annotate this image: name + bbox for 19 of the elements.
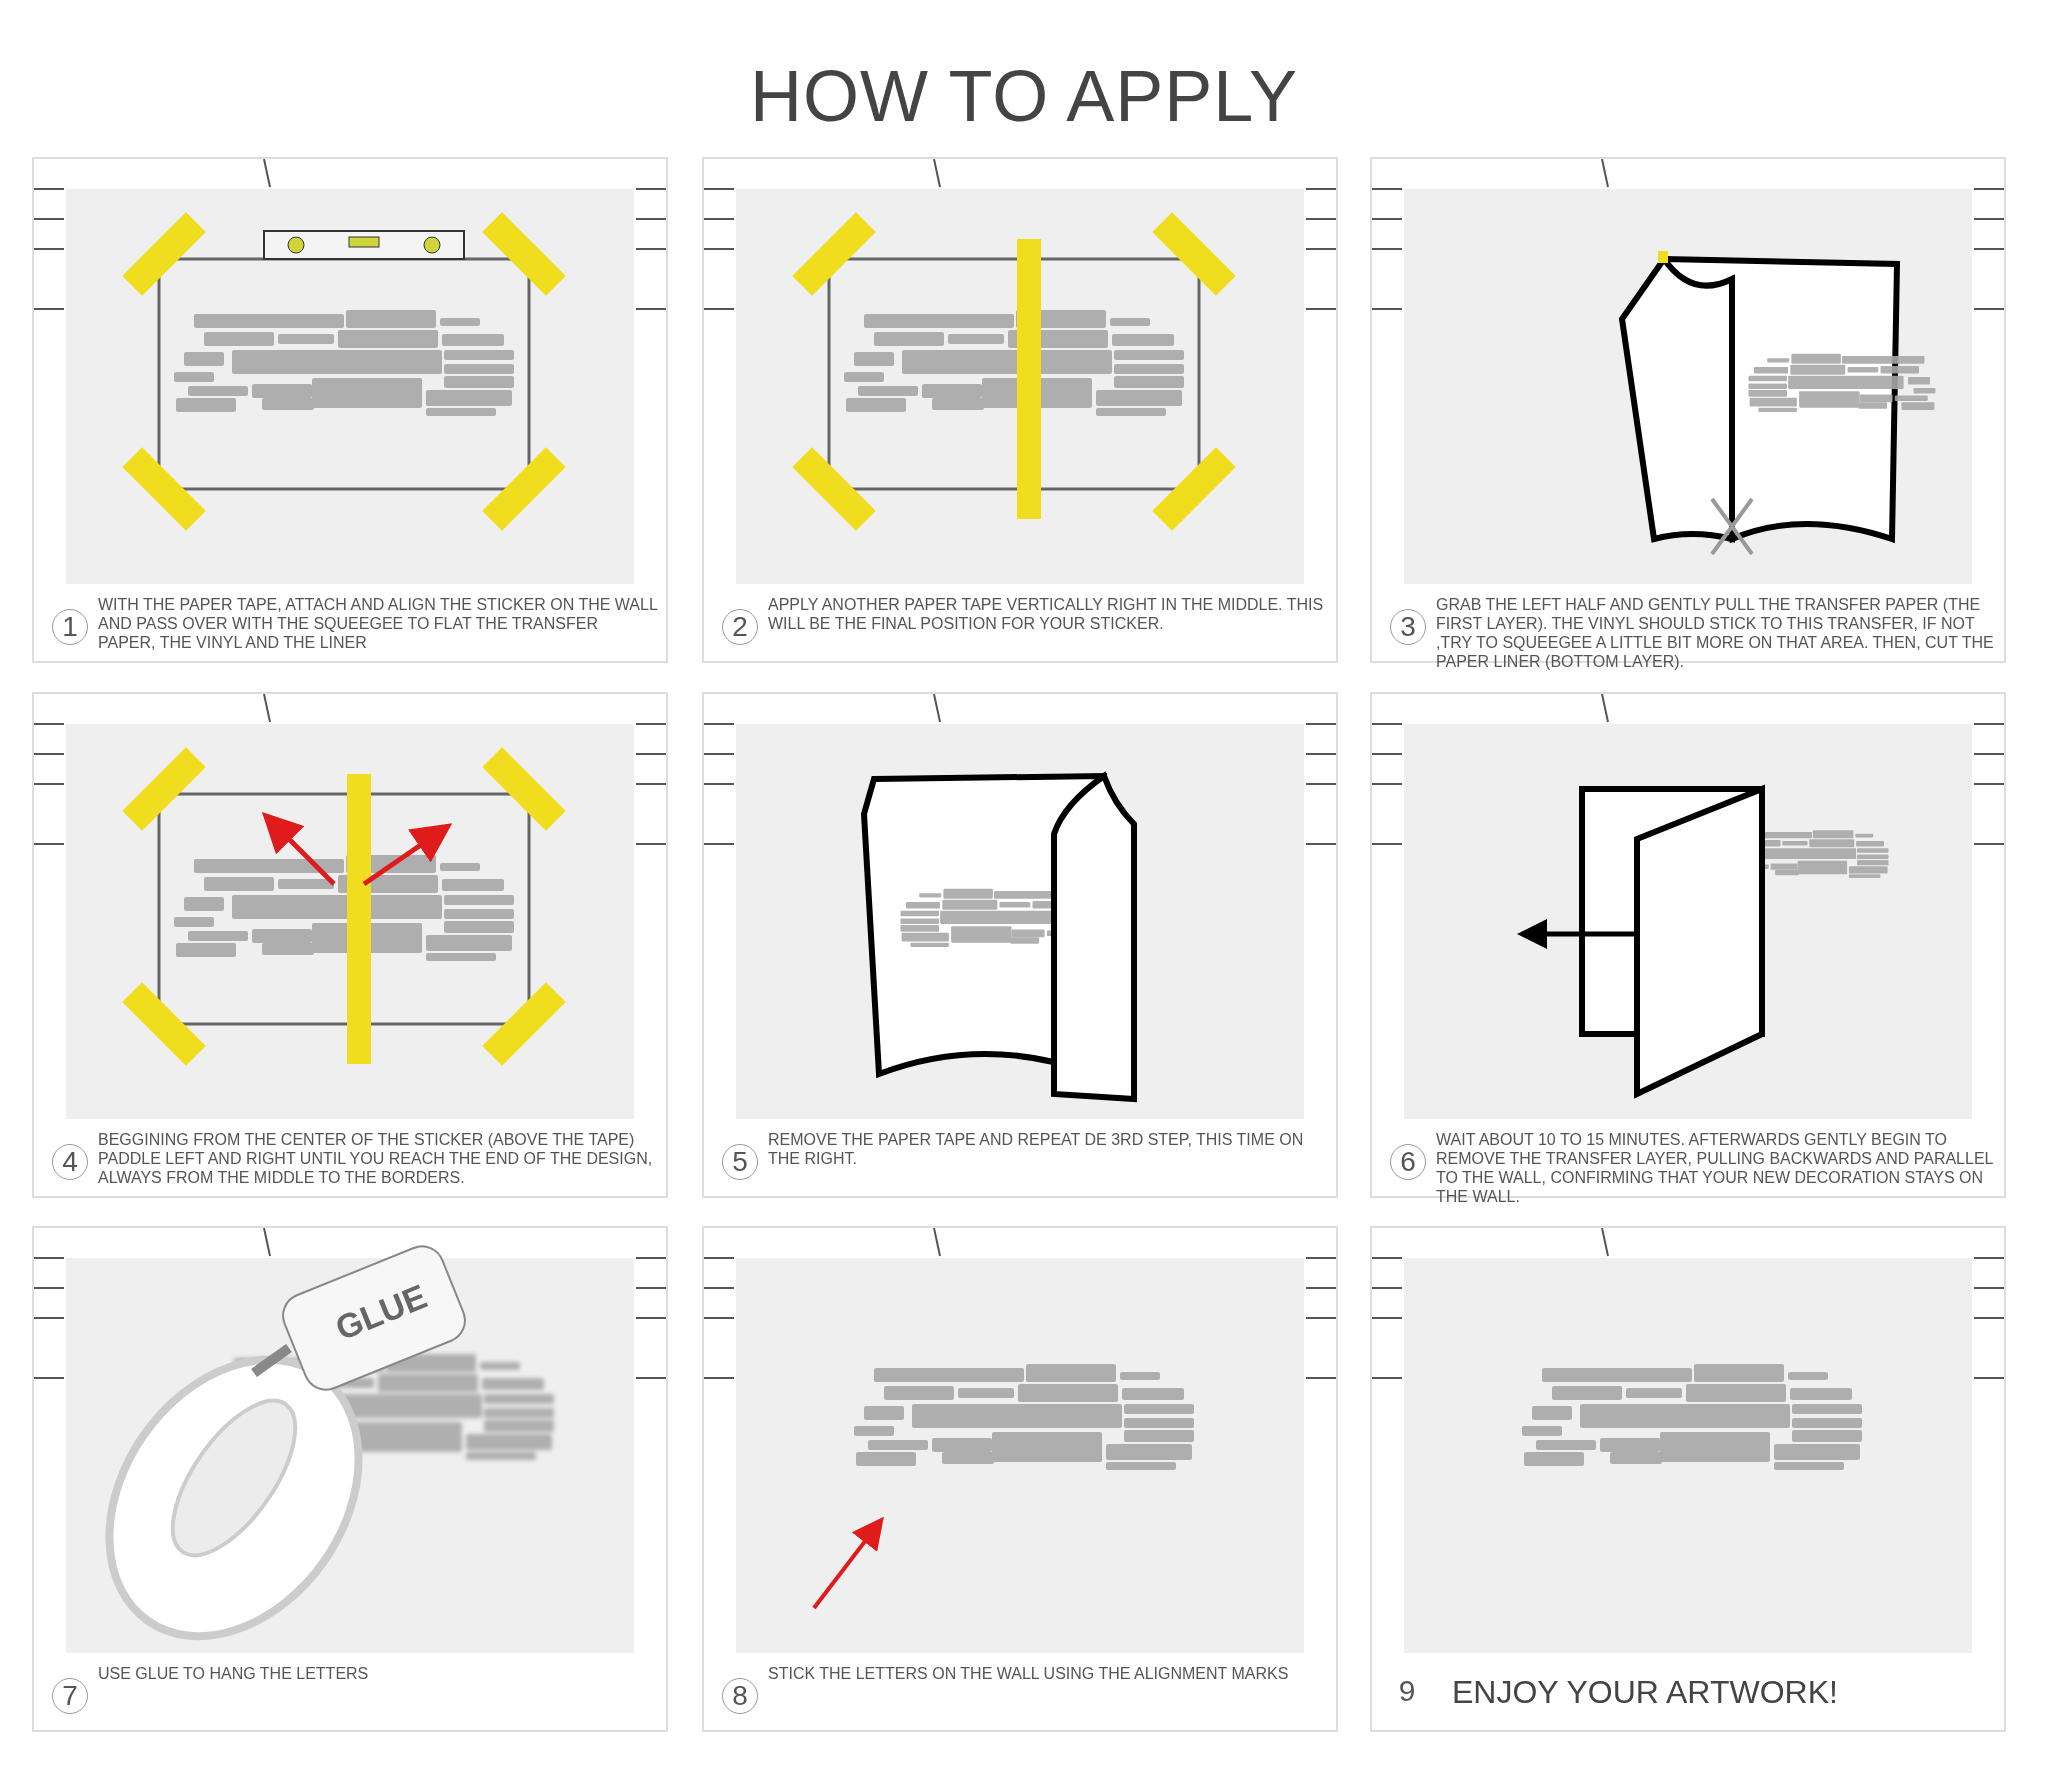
- step-text: BEGGINING FROM THE CENTER OF THE STICKER (ABOVE THE TAPE) PADDLE LEFT AND RIGHT UNTIL YOU REACH THE END OF THE DESIGN, ALWAYS FROM THE MIDDLE TO THE BORDERS.: [98, 1130, 654, 1187]
- step-text: WAIT ABOUT 10 TO 15 MINUTES. AFTERWARDS GENTLY BEGIN TO REMOVE THE TRANSFER LAYER, PULLING BACKWARDS AND PARALLEL TO THE WALL, CONFIRMING THAT YOUR NEW DECORATION STAYS ON THE WALL.: [1436, 1130, 1994, 1206]
- step-text: GRAB THE LEFT HALF AND GENTLY PULL THE TRANSFER PAPER (THE FIRST LAYER). THE VINYL SHOULD STICK TO THIS TRANSFER, IF NOT ,TRY TO SQUEEGEE A LITTLE BIT MORE ON THAT AREA. THEN, CUT THE PAPER LINER (BOTTOM LAYER).: [1436, 595, 1995, 671]
- bottle-label: GLUE: [330, 1276, 433, 1349]
- step-heading: ENJOY YOUR ARTWORK!: [1452, 1674, 1839, 1710]
- step-text: WITH THE PAPER TAPE, ATTACH AND ALIGN THE STICKER ON THE WALL AND PASS OVER WITH THE SQUEEGEE TO FLAT THE TRANSFER PAPER, THE VINYL AND THE LINER: [98, 595, 658, 652]
- step-text: STICK THE LETTERS ON THE WALL USING THE ALIGNMENT MARKS: [768, 1664, 1290, 1683]
- step-number: 9: [1397, 1674, 1417, 1708]
- step-panel: [32, 692, 668, 1198]
- step-panel: [702, 692, 1338, 1198]
- step-panel: [702, 1226, 1338, 1732]
- step-text: APPLY ANOTHER PAPER TAPE VERTICALLY RIGHT IN THE MIDDLE. THIS WILL BE THE FINAL POSITION FOR YOUR STICKER.: [768, 595, 1325, 633]
- step-panel: [1370, 1226, 2006, 1732]
- step-panel: [32, 1226, 668, 1732]
- step-text: USE GLUE TO HANG THE LETTERS: [98, 1664, 370, 1683]
- page-title: HOW TO APPLY: [749, 55, 1299, 137]
- step-panel: [32, 157, 668, 663]
- step-text: REMOVE THE PAPER TAPE AND REPEAT DE 3RD STEP, THIS TIME ON THE RIGHT.: [768, 1130, 1305, 1168]
- step-panel: [702, 157, 1338, 663]
